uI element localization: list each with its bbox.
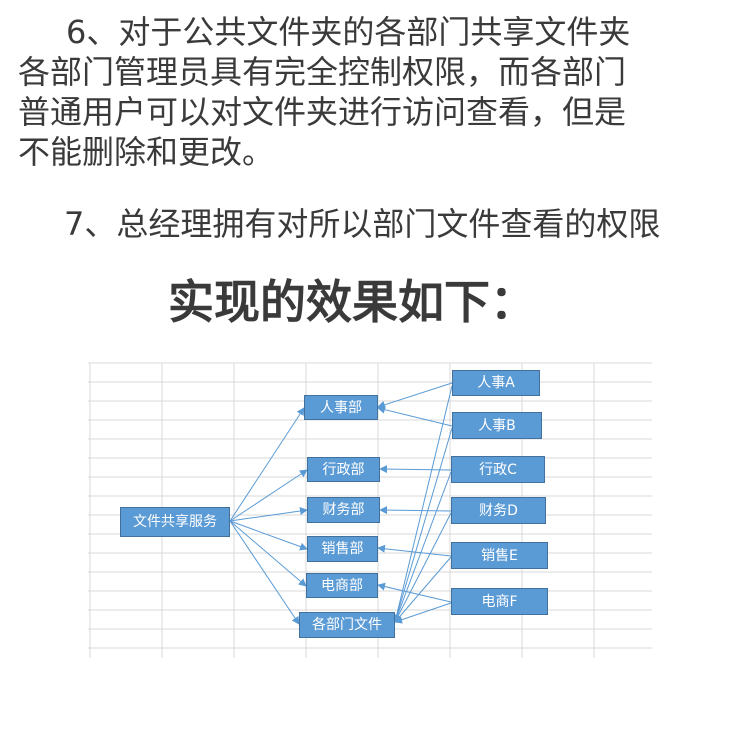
paragraph-7: 7、总经理拥有对所以部门文件查看的权限 (64, 205, 661, 243)
department-node-admin: 行政部 (307, 457, 380, 482)
department-node-ecommerce: 电商部 (306, 573, 378, 598)
result-heading: 实现的效果如下： (168, 275, 536, 329)
user-node-hr-b: 人事B (452, 412, 542, 439)
user-node-finance-d: 财务D (451, 497, 546, 524)
paragraph-6-line-2: 各部门管理员具有完全控制权限，而各部门 (18, 53, 627, 91)
root-node-file-share-service: 文件共享服务 (120, 507, 230, 537)
root-node-label: 文件共享服务 (133, 514, 217, 530)
department-node-shared-folder: 各部门文件 (299, 612, 395, 638)
root-connectors (229, 407, 308, 625)
user-node-ecommerce-f: 电商F (451, 588, 548, 615)
department-node-sales: 销售部 (307, 536, 378, 562)
user-shared-folder-connectors (392, 385, 453, 624)
user-node-label: 电商F (481, 593, 518, 610)
user-node-label: 行政C (479, 461, 517, 478)
department-node-label: 财务部 (322, 502, 365, 518)
user-node-sales-e: 销售E (451, 542, 548, 569)
paragraph-6-line-1: 6、对于公共文件夹的各部门共享文件夹 (66, 13, 631, 51)
department-node-hr: 人事部 (304, 395, 378, 420)
user-node-label: 人事B (478, 417, 516, 434)
department-node-label: 人事部 (320, 399, 362, 416)
department-node-finance: 财务部 (307, 497, 380, 523)
department-node-label: 各部门文件 (312, 617, 382, 633)
user-node-label: 人事A (477, 375, 515, 391)
user-node-label: 财务D (479, 502, 518, 519)
paragraph-6-line-3: 普通用户可以对文件夹进行访问查看，但是 (18, 93, 627, 131)
paragraph-6-line-4: 不能删除和更改。 (18, 133, 275, 171)
department-node-label: 行政部 (322, 461, 365, 478)
user-node-hr-a: 人事A (452, 370, 540, 396)
user-department-connectors (377, 382, 453, 603)
user-node-admin-c: 行政C (451, 456, 545, 483)
department-node-label: 销售部 (321, 541, 364, 557)
department-node-label: 电商部 (321, 577, 363, 594)
user-node-label: 销售E (481, 547, 518, 564)
